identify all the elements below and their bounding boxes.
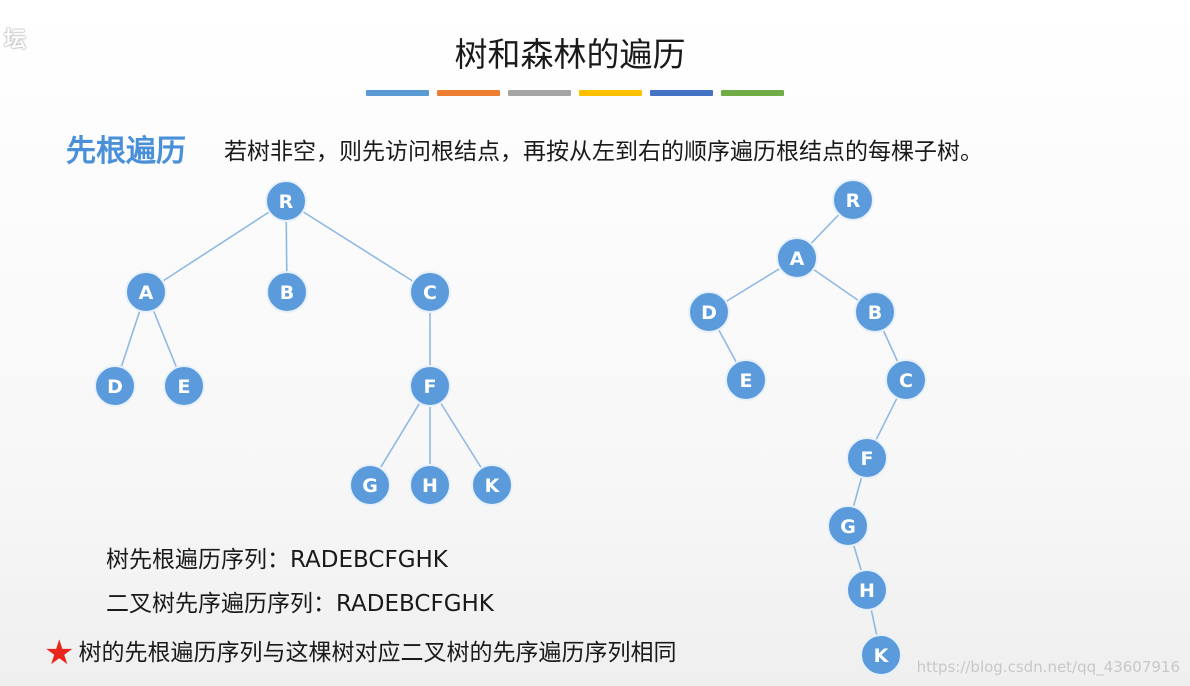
- node-A: [776, 237, 818, 279]
- node-B: [854, 291, 896, 333]
- star-icon: ★: [44, 633, 75, 673]
- node-C: [885, 359, 927, 401]
- node-label-E: E: [740, 370, 753, 392]
- node-label-D: D: [701, 302, 717, 324]
- node-label-B: B: [280, 282, 294, 304]
- node-label-A: A: [790, 248, 805, 270]
- node-H: [846, 569, 888, 611]
- node-E: [725, 359, 767, 401]
- node-label-H: H: [859, 580, 875, 602]
- edge-R-C: [285, 200, 431, 293]
- watermark-url: https://blog.csdn.net/qq_43607916: [916, 658, 1180, 676]
- node-label-R: R: [279, 191, 294, 213]
- node-R: [265, 180, 307, 222]
- node-label-G: G: [362, 475, 378, 497]
- note: ★树的先根遍历序列与这棵树对应二叉树的先序遍历序列相同: [44, 633, 676, 673]
- node-label-A: A: [139, 282, 154, 304]
- section-label: 先根遍历: [66, 134, 186, 169]
- note-text: 树的先根遍历序列与这棵树对应二叉树的先序遍历序列相同: [78, 640, 677, 666]
- color-bar: [508, 90, 571, 96]
- binary-tree: R A D B E C F G H K: [688, 179, 927, 676]
- node-A: [125, 271, 167, 313]
- node-label-C: C: [899, 370, 913, 392]
- general-tree: R A B C D E F G H K: [94, 180, 513, 506]
- node-E: [163, 365, 205, 407]
- node-label-C: C: [423, 282, 437, 304]
- node-B: [266, 271, 308, 313]
- node-F: [846, 437, 888, 479]
- node-K: [860, 634, 902, 676]
- node-D: [94, 365, 136, 407]
- node-H: [409, 464, 451, 506]
- binary-preorder-sequence: 二叉树先序遍历序列：RADEBCFGHK: [106, 591, 494, 617]
- color-bar: [579, 90, 642, 96]
- tree-preorder-sequence: 树先根遍历序列：RADEBCFGHK: [106, 547, 448, 573]
- node-label-F: F: [861, 448, 874, 470]
- node-label-H: H: [422, 475, 438, 497]
- node-label-R: R: [846, 190, 861, 212]
- node-D: [688, 291, 730, 333]
- node-G: [349, 464, 391, 506]
- node-R: [832, 179, 874, 221]
- watermark-text: 坛: [4, 28, 29, 53]
- edge-R-A: [145, 200, 287, 293]
- node-label-B: B: [868, 302, 882, 324]
- node-label-K: K: [874, 645, 890, 667]
- section-description: 若树非空，则先访问根结点，再按从左到右的顺序遍历根结点的每棵子树。: [224, 139, 983, 165]
- node-C: [409, 271, 451, 313]
- color-bar: [366, 90, 429, 96]
- node-label-E: E: [178, 376, 191, 398]
- node-label-K: K: [485, 475, 501, 497]
- node-label-D: D: [107, 376, 123, 398]
- node-K: [471, 464, 513, 506]
- slide-title: 树和森林的遍历: [454, 35, 686, 74]
- color-bar: [437, 90, 500, 96]
- color-bar: [721, 90, 784, 96]
- node-label-F: F: [424, 376, 437, 398]
- node-F: [409, 365, 451, 407]
- color-bar: [650, 90, 713, 96]
- node-G: [827, 505, 869, 547]
- node-label-G: G: [840, 516, 856, 538]
